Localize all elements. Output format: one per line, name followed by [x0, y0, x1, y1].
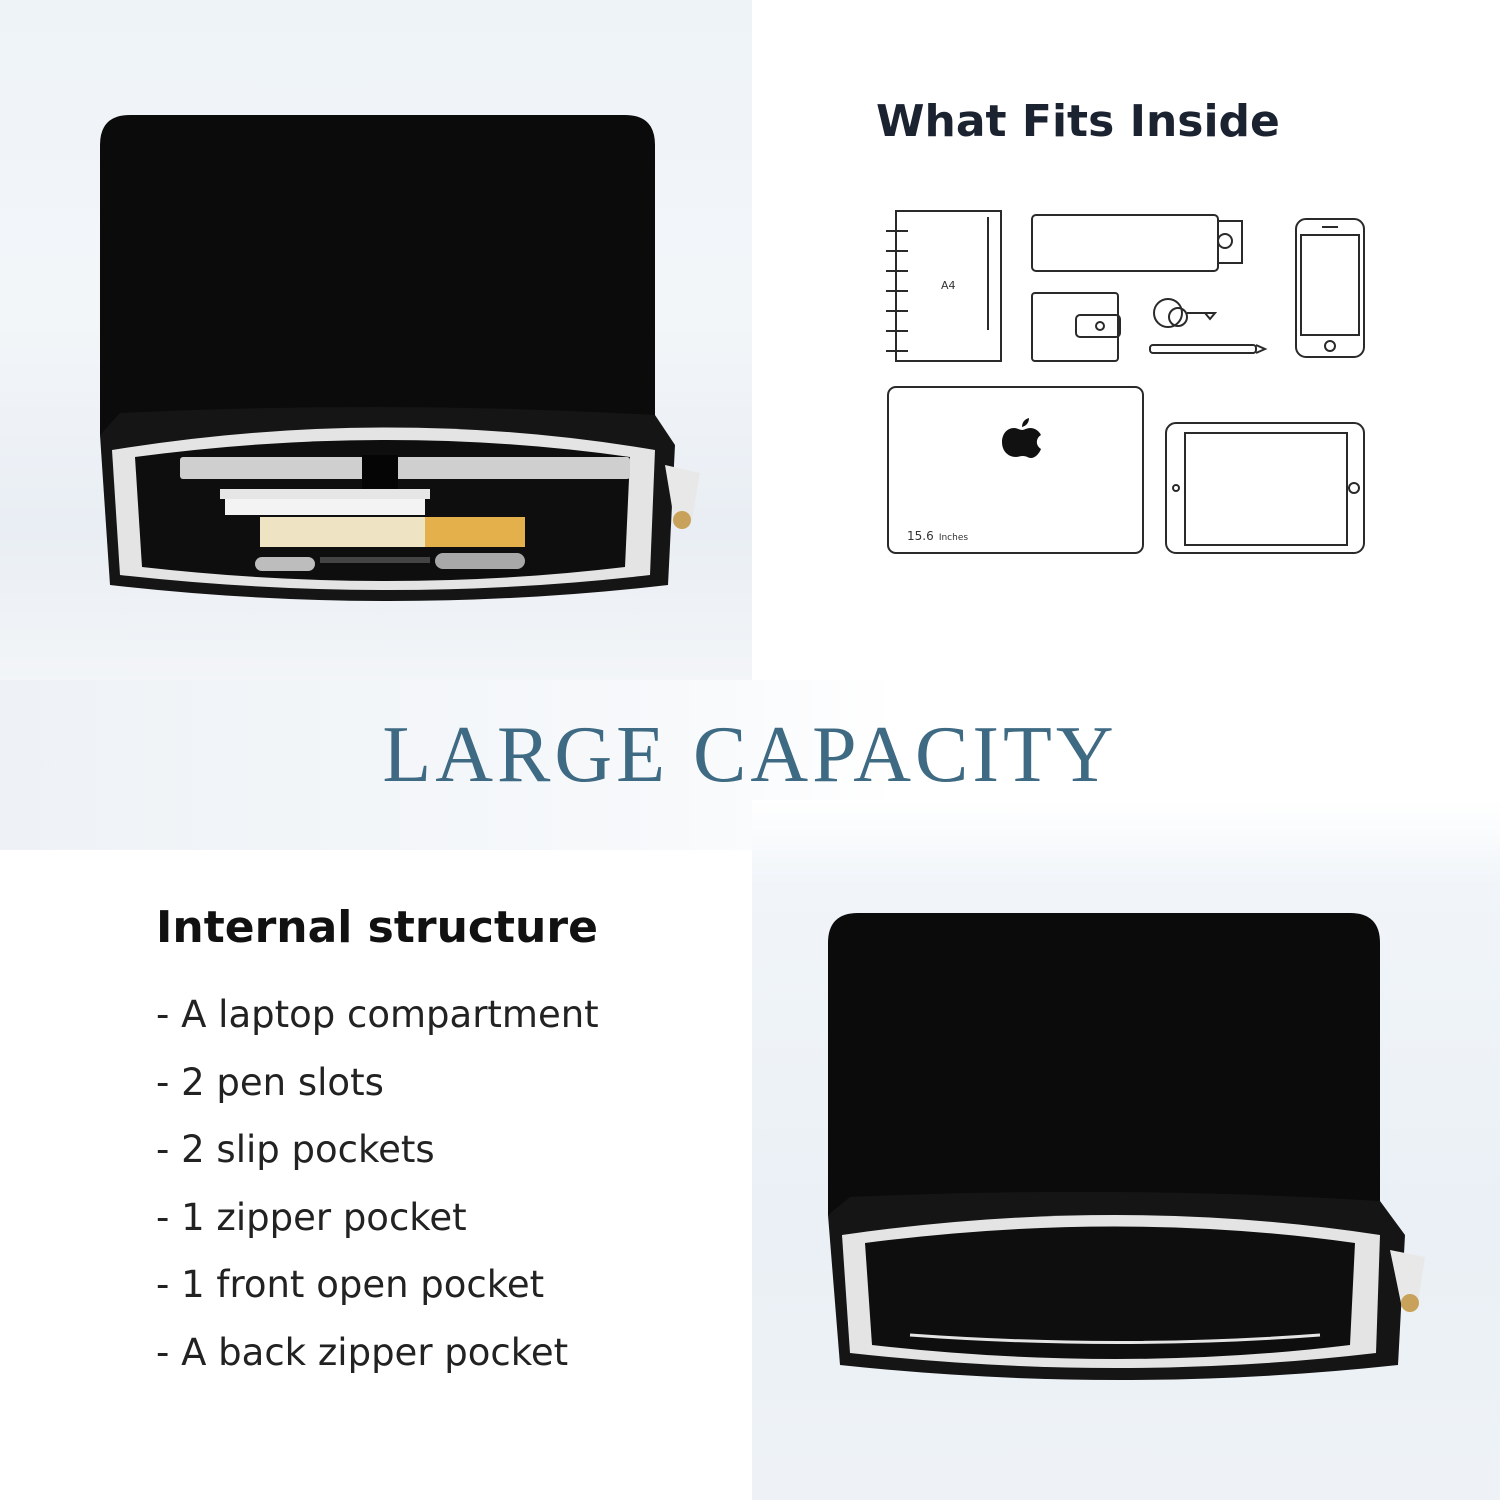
- bag-photo-with-contents: [100, 115, 700, 601]
- laptop-size-label: 15.6 Inches: [907, 525, 968, 544]
- wallet-icon: [1031, 292, 1121, 362]
- structure-item: - A laptop compartment: [156, 993, 599, 1036]
- fits-inside-icons: [886, 210, 1365, 554]
- bag-photo-empty-interior: [828, 913, 1425, 1380]
- large-capacity-headline: LARGE CAPACITY: [382, 711, 1118, 799]
- keys-icon: [1153, 298, 1218, 328]
- apple-logo-icon: [1002, 418, 1041, 458]
- structure-item: - A back zipper pocket: [156, 1330, 569, 1374]
- a4-notebook-icon: [886, 210, 1002, 362]
- a4-label: A4: [941, 279, 956, 292]
- structure-item: - 1 front open pocket: [156, 1263, 545, 1306]
- structure-item: - 1 zipper pocket: [156, 1195, 467, 1239]
- what-fits-inside-title: What Fits Inside: [876, 96, 1280, 147]
- smartphone-icon: [1295, 218, 1365, 358]
- laptop-size-unit: Inches: [938, 533, 969, 543]
- bottom-left-panel: [0, 850, 752, 1500]
- structure-item: - 2 pen slots: [156, 1060, 384, 1104]
- laptop-icon: [887, 386, 1144, 554]
- book-stack: [220, 489, 525, 547]
- internal-structure-title: Internal structure: [156, 902, 598, 953]
- structure-item: - 2 slip pockets: [156, 1128, 435, 1171]
- top-right-panel: [752, 0, 1500, 680]
- pen-icon: [1149, 344, 1268, 354]
- laptop-size-value: 15.6: [907, 529, 934, 543]
- internal-structure-list: - A laptop compartment - 2 pen slots - 2…: [156, 990, 599, 1395]
- pencil-case-icon: [1031, 214, 1243, 272]
- tablet-icon: [1165, 422, 1365, 554]
